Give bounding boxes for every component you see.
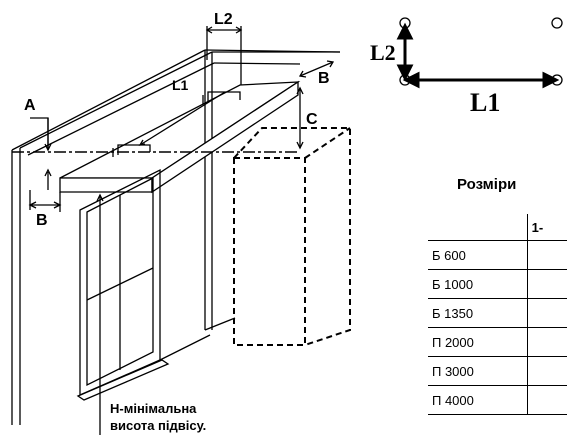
scheme-label-l1: L1 <box>470 88 500 117</box>
label-l1: L1 <box>172 77 189 93</box>
row-value-cell <box>527 298 567 328</box>
wall-and-shelf-drawing <box>11 26 351 435</box>
row-value-cell <box>527 240 567 270</box>
diagram-labels: L2 L1 B A C B Н-мінімальна висота підвіс… <box>24 11 330 433</box>
hole-scheme: L2 L1 <box>370 17 563 117</box>
hole-top-right <box>551 17 563 29</box>
row-value-cell <box>527 327 567 357</box>
table-title: Розміри <box>457 176 517 193</box>
table-row: Б 600 <box>428 240 567 270</box>
table-row: Б 1000 <box>428 269 567 299</box>
row-name-cell: Б 600 <box>428 240 528 270</box>
label-c: C <box>306 111 318 128</box>
header-cell-value: 1- <box>527 214 567 241</box>
label-a: A <box>24 97 36 114</box>
row-value-cell <box>527 385 567 415</box>
table-row: П 3000 <box>428 356 567 386</box>
row-name-cell: П 3000 <box>428 356 528 386</box>
row-name-cell: П 2000 <box>428 327 528 357</box>
label-b-left: B <box>36 212 48 229</box>
table-row: П 4000 <box>428 385 567 415</box>
label-height-line2: висота підвісу. <box>110 418 206 433</box>
row-name-cell: П 4000 <box>428 385 528 415</box>
table-row: Б 1350 <box>428 298 567 328</box>
row-value-cell <box>527 269 567 299</box>
row-name-cell: Б 1000 <box>428 269 528 299</box>
label-height-line1: Н-мінімальна <box>110 401 197 416</box>
row-value-cell <box>527 356 567 386</box>
table-row: П 2000 <box>428 327 567 357</box>
sizes-table: 1- Б 600 Б 1000 Б 1350 П 2000 П 3000 П 4… <box>428 214 567 415</box>
label-l2: L2 <box>214 11 233 28</box>
header-cell-name <box>428 214 528 241</box>
table-header-row: 1- <box>428 214 567 241</box>
scheme-label-l2: L2 <box>370 40 396 65</box>
label-b-top: B <box>318 70 330 87</box>
row-name-cell: Б 1350 <box>428 298 528 328</box>
